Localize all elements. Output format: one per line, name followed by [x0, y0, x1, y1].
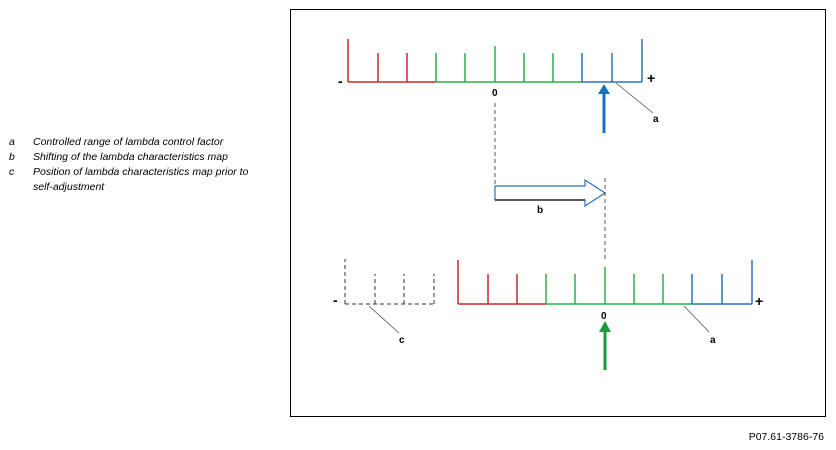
top-plus-sign: +: [647, 70, 655, 86]
top-position-arrow: [598, 84, 610, 133]
bottom-leader-a: [683, 305, 710, 333]
label-c: c: [399, 335, 405, 346]
shift-arrow-b: [494, 178, 607, 208]
legend-text-c: Position of lambda characteristics map p…: [33, 166, 249, 193]
top-scale: - + 0 a: [338, 39, 659, 133]
legend-text-a: Controlled range of lambda control facto…: [33, 136, 224, 148]
bottom-scale: - c + 0 a: [333, 259, 763, 370]
legend-text-b: Shifting of the lambda characteristics m…: [33, 151, 228, 163]
bottom-plus-sign: +: [755, 293, 763, 309]
legend-key-c: c: [9, 166, 15, 178]
legend-key-b: b: [9, 151, 15, 163]
bottom-minus-sign: -: [333, 292, 338, 308]
leader-c: [368, 305, 400, 334]
top-zero-label: 0: [492, 88, 498, 99]
bottom-label-a: a: [710, 335, 716, 346]
bottom-zero-label: 0: [601, 311, 607, 322]
legend-item-a: a Controlled range of lambda control fac…: [9, 135, 273, 150]
legend-key-a: a: [9, 136, 15, 148]
diagram-frame: - + 0 a b: [290, 9, 826, 417]
shift-label-b: b: [537, 205, 543, 216]
top-label-a: a: [653, 114, 659, 125]
legend-item-c: c Position of lambda characteristics map…: [9, 165, 273, 195]
legend-item-b: b Shifting of the lambda characteristics…: [9, 150, 273, 165]
lambda-diagram: - + 0 a b: [333, 39, 763, 370]
legend: a Controlled range of lambda control fac…: [9, 135, 273, 195]
bottom-position-arrow: [599, 321, 611, 370]
top-leader-a: [615, 82, 654, 114]
reference-code: P07.61-3786-76: [748, 431, 824, 443]
top-minus-sign: -: [338, 73, 343, 89]
